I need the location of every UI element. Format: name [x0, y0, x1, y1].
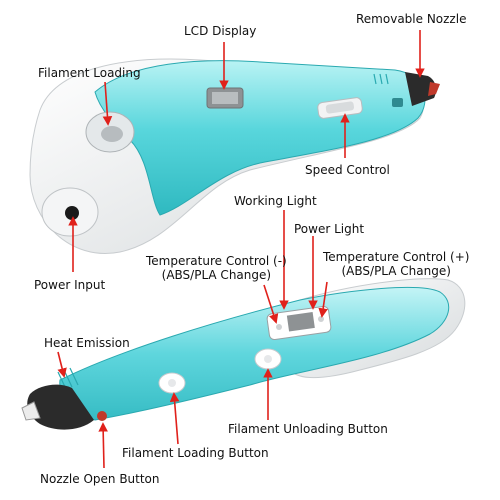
label-temp-plus: Temperature Control (+) (ABS/PLA Change) [323, 250, 469, 278]
label-filament-loading: Filament Loading [38, 66, 141, 80]
label-removable-nozzle: Removable Nozzle [356, 12, 467, 26]
upper-removable-nozzle [405, 72, 436, 106]
filament-hole-inner [101, 126, 123, 142]
label-temp-minus-title: Temperature Control (-) [146, 254, 287, 268]
label-temp-minus: Temperature Control (-) (ABS/PLA Change) [146, 254, 287, 282]
label-heat-emission: Heat Emission [44, 336, 130, 350]
arrow-nozzle-open [98, 422, 108, 469]
label-lcd-display: LCD Display [184, 24, 257, 38]
label-power-light: Power Light [294, 222, 365, 236]
upper-pen [29, 58, 440, 254]
power-input-jack [65, 206, 79, 220]
arrow-filament-loading-button [169, 392, 180, 445]
upper-nozzle-tip [428, 82, 440, 96]
label-temp-plus-title: Temperature Control (+) [323, 250, 470, 264]
nozzle-open-button [97, 411, 107, 421]
temp-minus-button [276, 324, 282, 330]
arrow-temp-minus [263, 284, 279, 324]
upper-pen-button [392, 98, 403, 107]
arrow-heat-emission [57, 351, 67, 378]
lower-pen [21, 278, 466, 430]
label-nozzle-open-button: Nozzle Open Button [40, 472, 160, 486]
label-power-input: Power Input [34, 278, 106, 292]
label-working-light: Working Light [234, 194, 317, 208]
label-temp-plus-sub: (ABS/PLA Change) [341, 264, 451, 278]
temp-plus-button [318, 316, 324, 322]
lower-nozzle [27, 384, 95, 430]
label-filament-loading-button: Filament Loading Button [122, 446, 269, 460]
lower-nozzle-tip [21, 401, 41, 421]
arrow-temp-plus [318, 281, 328, 318]
label-filament-unloading-button: Filament Unloading Button [228, 422, 388, 436]
arrow-filament-loading [102, 81, 113, 126]
pointer-arrows [57, 30, 425, 469]
upper-vent-lines [373, 73, 389, 85]
label-temp-minus-sub: (ABS/PLA Change) [161, 268, 272, 282]
lower-pen-body [59, 286, 450, 421]
label-speed-control: Speed Control [305, 163, 390, 177]
